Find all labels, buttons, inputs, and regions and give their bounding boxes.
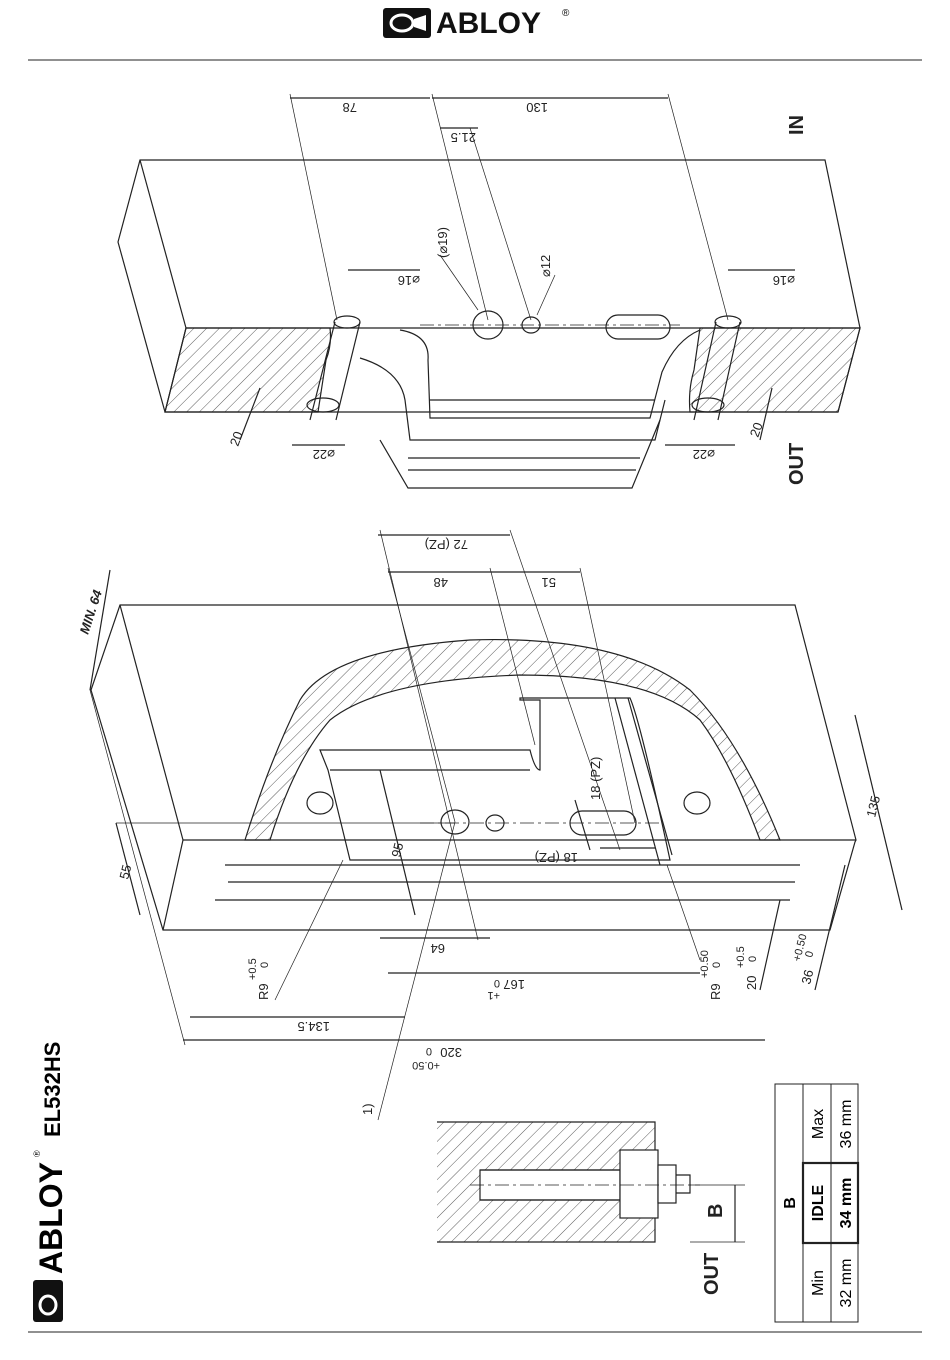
sidebar-brand: ABLOY [33,1162,69,1274]
r9-right-tol1: +0.50 [699,950,711,978]
dim-21-5: 21.5 [451,130,476,145]
dim-95: 95 [388,841,406,859]
dia-12: ⌀12 [538,255,553,277]
in-label: IN [786,115,808,135]
b-table-val-min: 32 mm [838,1259,855,1308]
tol-320a: 0 [426,1045,432,1057]
b-detail-labels: OUT B [701,1204,727,1295]
dim-20-main: 20 [744,976,759,990]
main-view [90,530,902,1120]
r9-left-tol1: +0.5 [247,958,259,980]
dim-48: 48 [434,575,448,590]
dim-36-tol2: 0 [803,950,816,959]
abloy-key-icon [33,1280,63,1322]
note-1: 1) [360,1103,375,1115]
dim-78: 78 [343,100,357,115]
dim-135: 135 [863,794,883,819]
b-table-col-idle: IDLE [810,1184,827,1221]
dia-16-left: ⌀16 [398,273,420,288]
dim-130: 130 [526,100,548,115]
header-logo: ABLOY ® [383,7,570,40]
r9-left: R9 [256,983,271,1000]
dim-36: 36 [798,968,816,986]
b-table-col-max: Max [810,1109,827,1139]
detail-out-label: OUT [701,1253,723,1295]
dim-134-5: 134.5 [297,1019,330,1034]
dia-16-right: ⌀16 [773,273,795,288]
dia-22-right: ⌀22 [693,447,715,462]
header-registered: ® [562,8,570,19]
dim-72pz: 72 (PZ) [425,537,468,552]
tol-167a: 0 [494,977,500,989]
dia-22-left: ⌀22 [313,447,335,462]
tol-320b: +0.50 [412,1059,440,1071]
b-table-col-min: Min [810,1270,827,1296]
r9-right-tol2: 0 [711,962,723,968]
b-table-val-max: 36 mm [838,1100,855,1149]
dim-18pz-a: 18 (PZ) [588,757,603,800]
b-table-header: B [782,1197,799,1209]
dim-64: 64 [431,941,445,956]
tol-167b: +1 [487,989,500,1001]
dim-20-right: 20 [747,420,766,439]
sidebar-title-block: ABLOY ® EL532HS [32,1042,69,1322]
b-detail-view [437,1122,745,1242]
r9-right: R9 [708,983,723,1000]
sidebar-registered: ® [32,1150,42,1157]
dim-36-tol1: +0.50 [791,933,809,963]
min-64: MIN. 64 [77,587,106,636]
dim-20-tol2: 0 [747,956,759,962]
dim-51: 51 [542,575,556,590]
b-table-val-idle: 34 mm [838,1178,855,1229]
top-out-label: OUT [786,443,808,485]
dim-18pz-b: 18 (PZ) [535,850,578,865]
dim-55: 55 [116,863,134,881]
sidebar-model: EL532HS [40,1042,65,1137]
dim-320: 320 [440,1045,462,1060]
detail-b-label: B [705,1204,727,1218]
dim-20-tol1: +0.5 [735,946,747,968]
dia-19: (⌀19) [435,227,450,258]
dim-167: 167 [503,977,525,992]
r9-left-tol2: 0 [259,962,271,968]
b-table: B Min IDLE Max 32 mm 34 mm 36 mm [775,1084,858,1322]
header-brand: ABLOY [436,7,541,40]
